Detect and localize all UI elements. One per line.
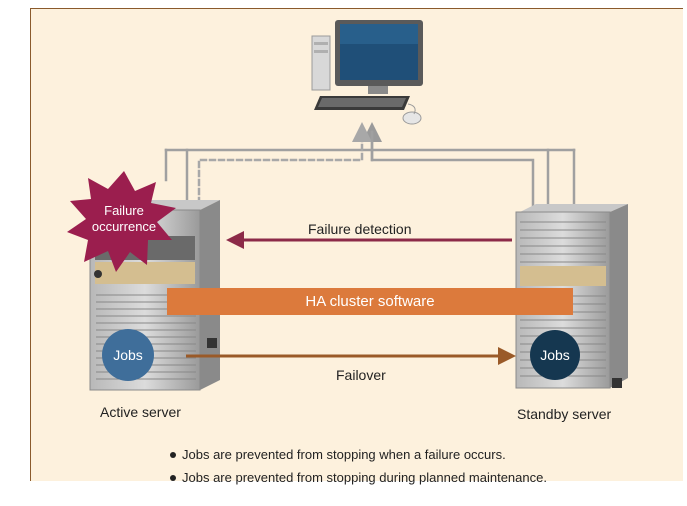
ha-cluster-bar [167, 288, 573, 315]
failure-detection-arrow [226, 231, 512, 249]
failure-line2: occurrence [91, 219, 157, 234]
jobs-standby-circle [530, 330, 580, 380]
bullet-text-2: Jobs are prevented from stopping during … [182, 470, 547, 485]
failover-label: Failover [336, 367, 386, 383]
standby-server-label: Standby server [517, 406, 612, 422]
jobs-standby-label: Jobs [540, 347, 570, 363]
bullet-dot-icon [170, 474, 176, 481]
bullet-item-1: Jobs are prevented from stopping when a … [170, 447, 506, 462]
active-server-label: Active server [100, 404, 181, 420]
failure-occurrence-label: Failure occurrence [80, 203, 168, 235]
jobs-active-circle [102, 329, 154, 381]
bullet-text-1: Jobs are prevented from stopping when a … [182, 447, 506, 462]
jobs-active-label: Jobs [113, 347, 143, 363]
failure-detection-label: Failure detection [308, 221, 412, 237]
network-lines [164, 122, 576, 214]
failure-line1: Failure [104, 203, 144, 218]
bullet-dot-icon [170, 451, 176, 458]
failover-arrow [186, 347, 516, 365]
explosion-burst-icon [67, 171, 176, 272]
bullet-item-2: Jobs are prevented from stopping during … [170, 470, 547, 485]
ha-cluster-label: HA cluster software [305, 293, 435, 310]
desktop-computer-icon [311, 20, 423, 125]
